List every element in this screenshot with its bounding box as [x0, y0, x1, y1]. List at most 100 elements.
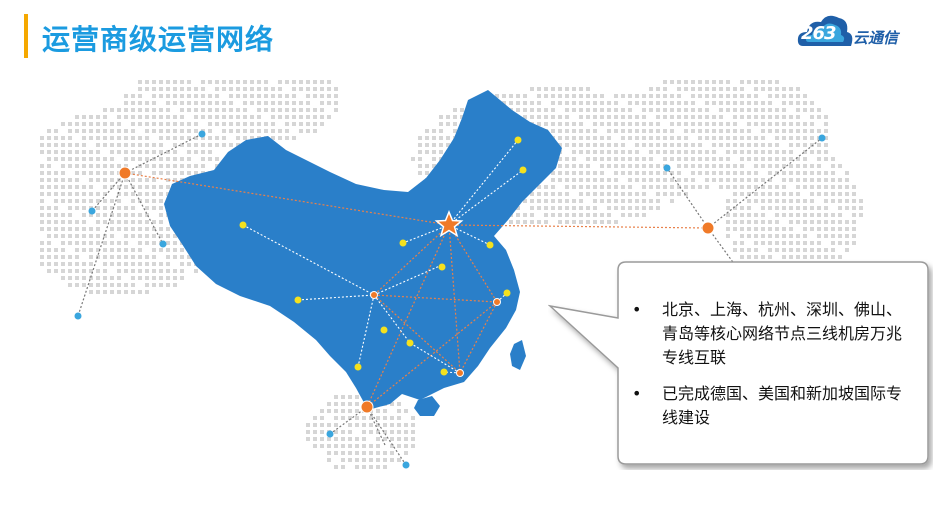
map-dot [712, 101, 716, 105]
map-dot [516, 213, 520, 217]
map-dot [439, 136, 443, 140]
map-dot [852, 220, 856, 224]
map-dot [460, 115, 464, 119]
map-dot [152, 220, 156, 224]
map-dot [754, 87, 758, 91]
map-dot [691, 164, 695, 168]
map-dot [271, 87, 275, 91]
map-dot [68, 136, 72, 140]
map-dot [544, 220, 548, 224]
map-dot [187, 94, 191, 98]
map-dot [355, 451, 359, 455]
map-dot [341, 430, 345, 434]
map-dot [96, 227, 100, 231]
map-dot [593, 206, 597, 210]
map-dot [47, 206, 51, 210]
map-dot [152, 101, 156, 105]
map-dot [607, 122, 611, 126]
map-dot [341, 409, 345, 413]
map-dot [75, 199, 79, 203]
map-dot [761, 164, 765, 168]
map-dot [243, 80, 247, 84]
map-dot [803, 234, 807, 238]
map-dot [761, 101, 765, 105]
map-dot [747, 185, 751, 189]
map-dot [229, 87, 233, 91]
map-dot [810, 115, 814, 119]
map-dot [698, 150, 702, 154]
map-dot [453, 108, 457, 112]
map-dot [131, 220, 135, 224]
map-dot [817, 115, 821, 119]
map-dot [117, 248, 121, 252]
map-dot [61, 171, 65, 175]
map-dot [299, 80, 303, 84]
map-dot [775, 192, 779, 196]
map-dot [187, 122, 191, 126]
map-dot [439, 150, 443, 154]
map-dot [565, 171, 569, 175]
map-dot [544, 108, 548, 112]
map-dot [558, 87, 562, 91]
map-dot [698, 185, 702, 189]
city-node [406, 339, 414, 347]
map-dot [299, 115, 303, 119]
map-dot [537, 94, 541, 98]
map-dot [565, 122, 569, 126]
map-dot [180, 248, 184, 252]
map-dot [677, 94, 681, 98]
map-dot [789, 87, 793, 91]
map-dot [705, 136, 709, 140]
map-dot [152, 129, 156, 133]
map-dot [131, 171, 135, 175]
map-dot [628, 206, 632, 210]
map-dot [187, 87, 191, 91]
map-dot [621, 150, 625, 154]
map-dot [761, 122, 765, 126]
map-dot [390, 437, 394, 441]
map-dot [824, 115, 828, 119]
map-dot [166, 248, 170, 252]
map-dot [390, 402, 394, 406]
map-dot [782, 136, 786, 140]
map-dot [838, 234, 842, 238]
map-dot [565, 108, 569, 112]
map-dot [215, 108, 219, 112]
map-dot [558, 101, 562, 105]
map-dot [796, 122, 800, 126]
map-dot [138, 199, 142, 203]
map-dot [733, 94, 737, 98]
map-dot [131, 234, 135, 238]
map-dot [355, 437, 359, 441]
map-dot [859, 199, 863, 203]
map-dot [796, 185, 800, 189]
map-dot [656, 199, 660, 203]
map-dot [642, 185, 646, 189]
map-dot [145, 185, 149, 189]
map-dot [684, 108, 688, 112]
map-dot [726, 122, 730, 126]
map-dot [425, 150, 429, 154]
map-dot [803, 255, 807, 259]
map-dot [110, 122, 114, 126]
map-dot [789, 241, 793, 245]
map-dot [348, 409, 352, 413]
map-dot [68, 157, 72, 161]
map-dot [173, 80, 177, 84]
map-dot [159, 192, 163, 196]
map-dot [54, 262, 58, 266]
map-dot [138, 143, 142, 147]
map-dot [390, 458, 394, 462]
map-dot [831, 213, 835, 217]
map-dot [607, 199, 611, 203]
map-dot [383, 437, 387, 441]
map-dot [320, 423, 324, 427]
map-dot [348, 444, 352, 448]
map-dot [824, 220, 828, 224]
map-dot [523, 101, 527, 105]
map-dot [551, 213, 555, 217]
map-dot [817, 241, 821, 245]
map-dot [754, 234, 758, 238]
map-dot [761, 87, 765, 91]
map-dot [138, 101, 142, 105]
